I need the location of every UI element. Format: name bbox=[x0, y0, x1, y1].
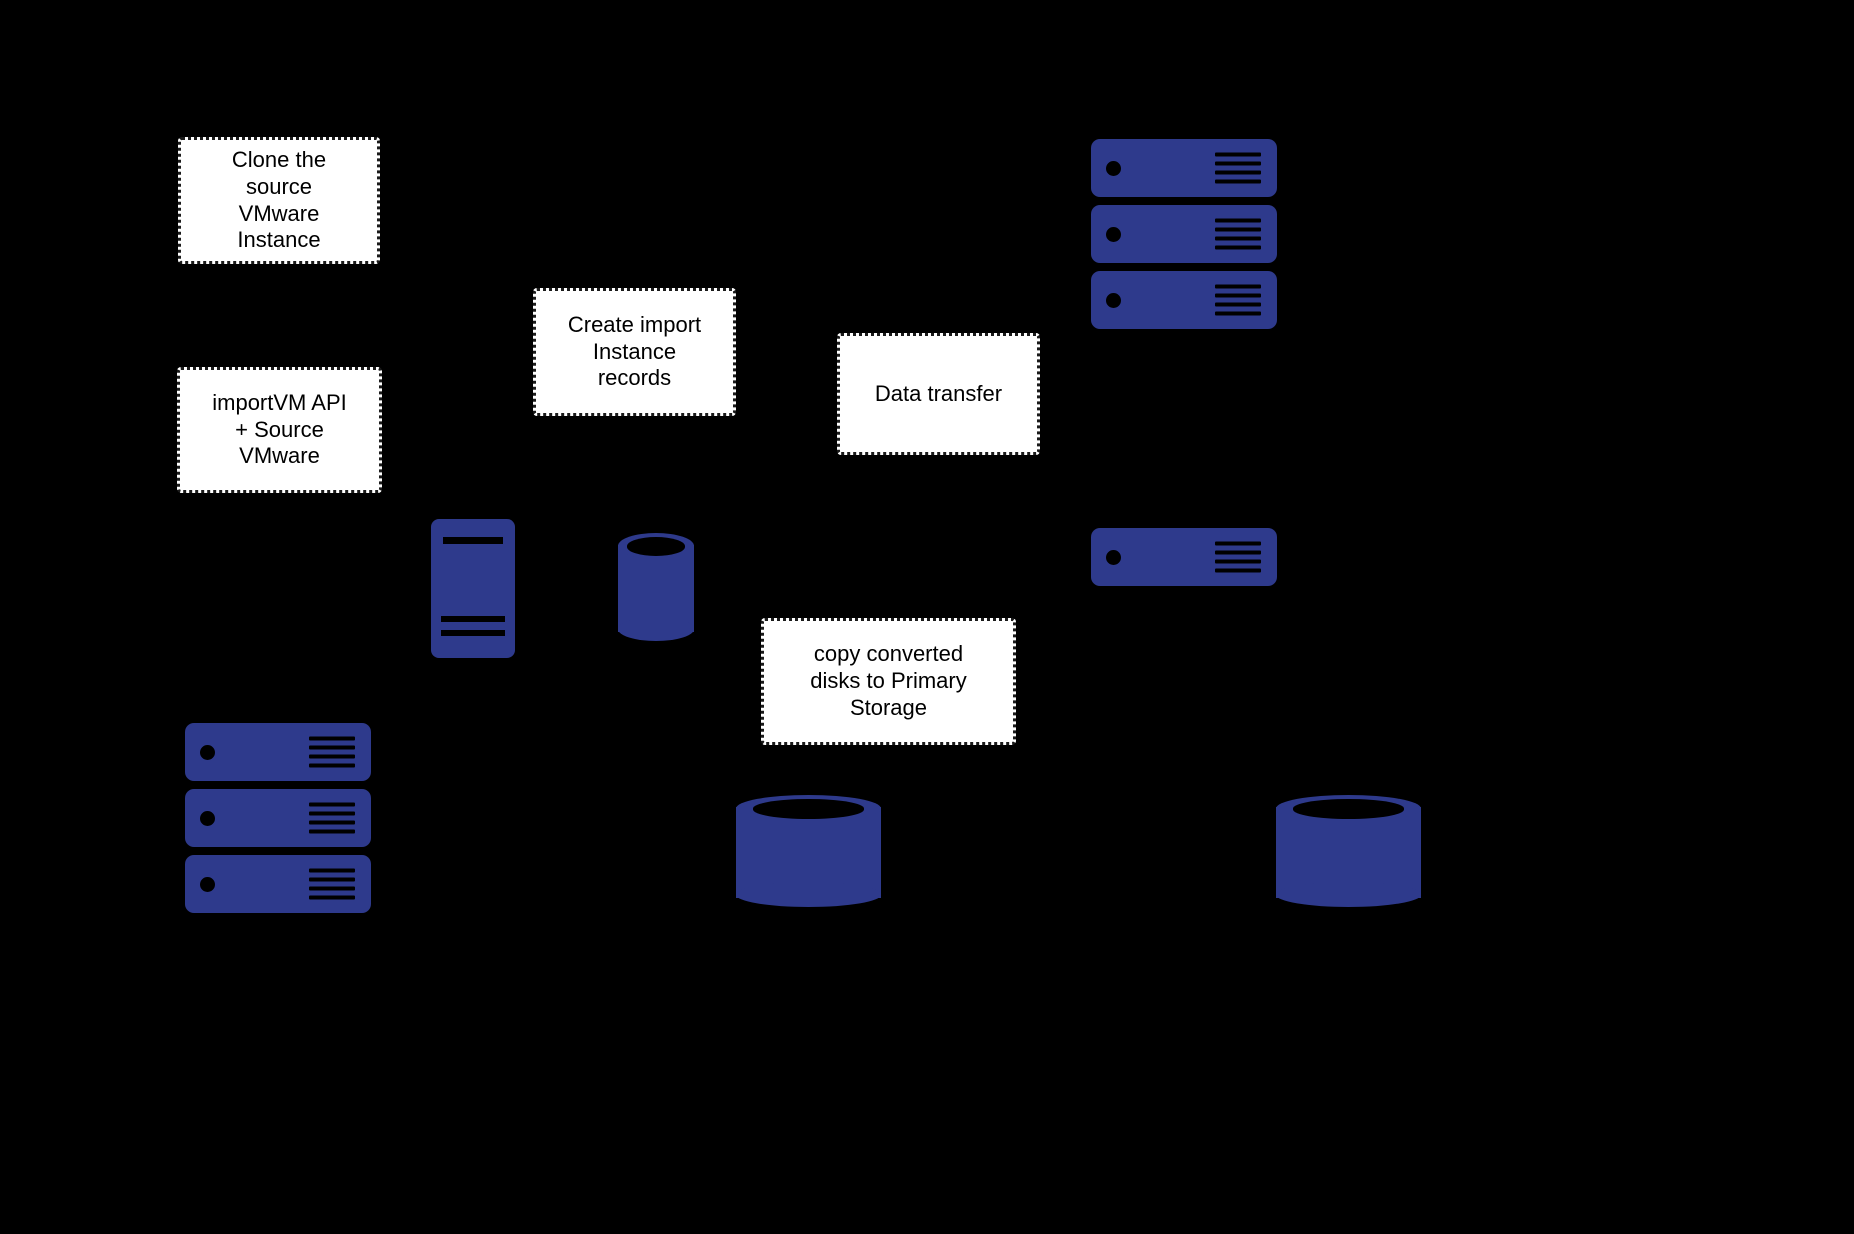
cylinder-bottom-cap bbox=[1276, 882, 1421, 907]
cylinder-top-hole bbox=[753, 799, 864, 819]
server-icon-bottom-left-3[interactable] bbox=[185, 855, 371, 913]
server-icon-bottom-left-1[interactable] bbox=[185, 723, 371, 781]
tower-appliance-icon[interactable] bbox=[431, 519, 515, 658]
status-led-icon bbox=[200, 877, 215, 892]
vent-lines-icon bbox=[1215, 218, 1261, 250]
vent-lines-icon bbox=[1215, 284, 1261, 316]
vent-lines-icon bbox=[309, 802, 355, 834]
note-copy-converted-disks-to-primary-storage[interactable]: copy converted disks to Primary Storage bbox=[761, 618, 1016, 745]
server-icon-top-right-3[interactable] bbox=[1091, 271, 1277, 329]
note-text: copy converted disks to Primary Storage bbox=[810, 641, 967, 720]
cylinder-bottom-cap bbox=[618, 617, 694, 641]
tower-bottom-slot-2-icon bbox=[441, 630, 505, 636]
cylinder-storage-center-bottom[interactable] bbox=[736, 795, 881, 907]
cylinder-top-hole bbox=[1293, 799, 1404, 819]
note-text: importVM API + Source VMware bbox=[212, 389, 347, 469]
note-data-transfer[interactable]: Data transfer bbox=[837, 333, 1040, 455]
vent-lines-icon bbox=[1215, 541, 1261, 573]
tower-bottom-slot-1-icon bbox=[441, 616, 505, 622]
vent-lines-icon bbox=[1215, 152, 1261, 184]
status-led-icon bbox=[1106, 550, 1121, 565]
cylinder-bottom-cap bbox=[736, 882, 881, 907]
tower-top-slot-icon bbox=[442, 537, 504, 544]
status-led-icon bbox=[200, 811, 215, 826]
note-text: Create import Instance records bbox=[567, 311, 702, 391]
note-text: Clone the source VMware Instance bbox=[231, 146, 327, 253]
note-text: Data transfer bbox=[874, 380, 1003, 406]
vent-lines-icon bbox=[309, 868, 355, 900]
server-icon-top-right-1[interactable] bbox=[1091, 139, 1277, 197]
status-led-icon bbox=[1106, 161, 1121, 176]
cylinder-storage-small-middle[interactable] bbox=[618, 533, 694, 641]
server-icon-bottom-left-2[interactable] bbox=[185, 789, 371, 847]
note-importvm-api-source-vmware[interactable]: importVM API + Source VMware bbox=[177, 367, 382, 493]
cylinder-top-hole bbox=[627, 537, 685, 556]
status-led-icon bbox=[1106, 227, 1121, 242]
status-led-icon bbox=[200, 745, 215, 760]
server-icon-top-right-2[interactable] bbox=[1091, 205, 1277, 263]
note-clone-source-vmware-instance[interactable]: Clone the source VMware Instance bbox=[178, 137, 380, 264]
vent-lines-icon bbox=[309, 736, 355, 768]
server-icon-mid-right-1[interactable] bbox=[1091, 528, 1277, 586]
status-led-icon bbox=[1106, 293, 1121, 308]
note-create-import-instance-records[interactable]: Create import Instance records bbox=[533, 288, 736, 416]
cylinder-storage-bottom-right[interactable] bbox=[1276, 795, 1421, 907]
